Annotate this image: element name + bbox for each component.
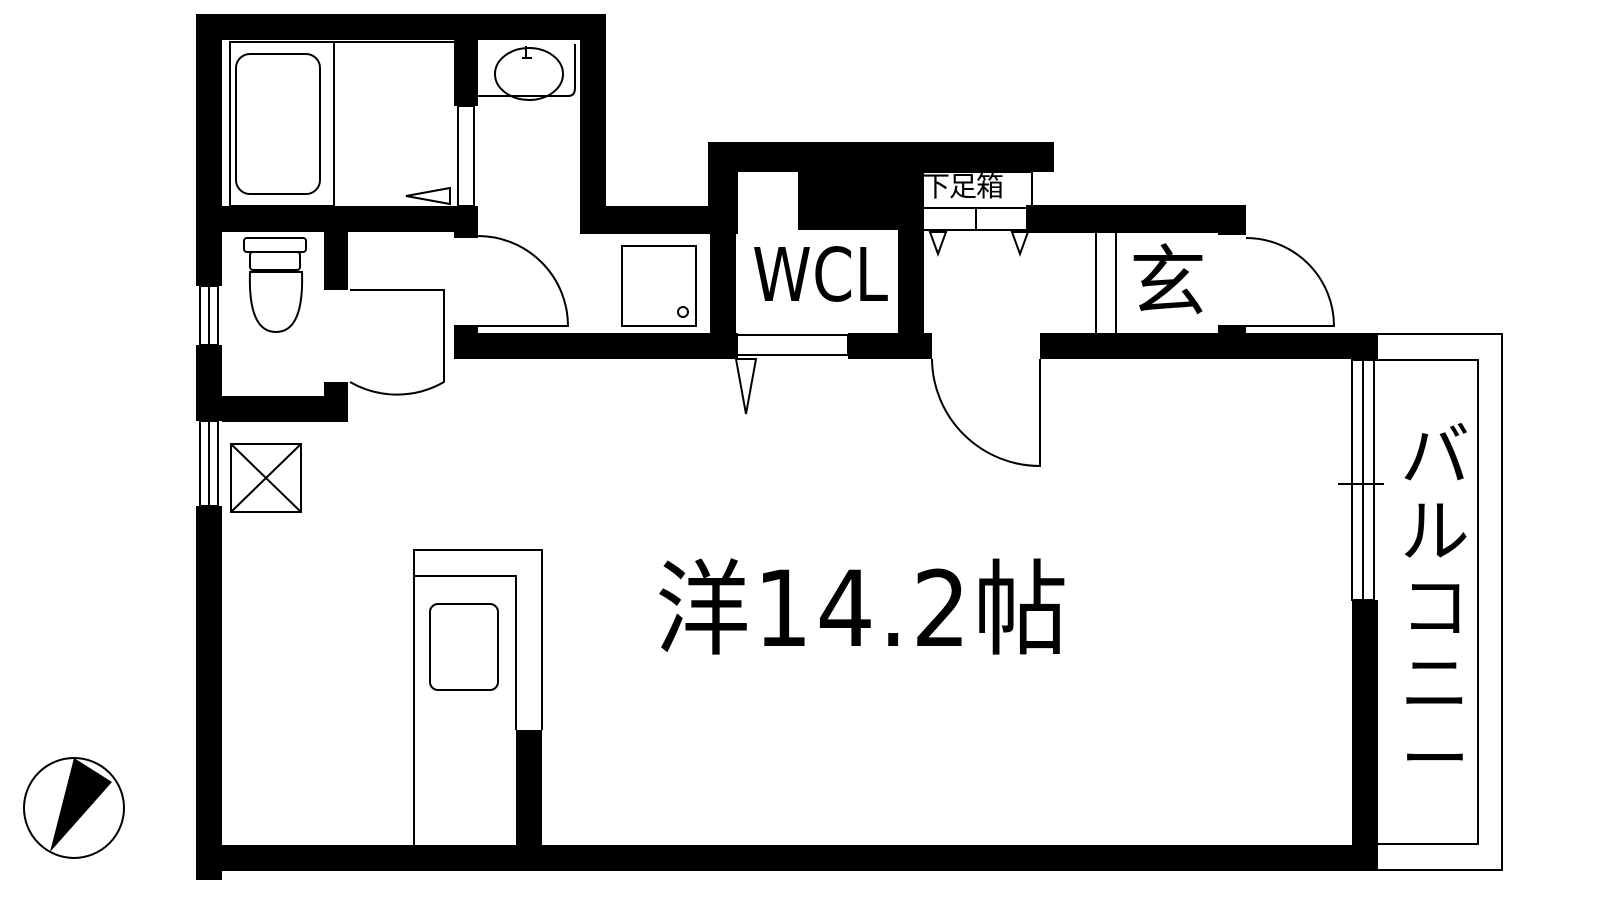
wall-genkan-bottom — [1040, 333, 1378, 359]
wall-wcl-bottom — [848, 333, 932, 359]
bath-door-mark — [405, 186, 451, 206]
balcony-inner — [1373, 359, 1479, 845]
toilet-tank — [243, 237, 307, 253]
balcony-char: ニ — [1400, 643, 1470, 725]
wall-step-1 — [580, 14, 606, 234]
wall-top-genkan — [1026, 205, 1246, 233]
kitchen-counter — [413, 549, 543, 845]
balcony-char: バ — [1400, 415, 1470, 497]
wall-wcl-pillar — [798, 168, 898, 230]
wall-genkan-right — [1218, 325, 1246, 359]
wall-left-mid — [196, 345, 222, 421]
washbasin-icon — [494, 47, 564, 101]
toilet-icon — [248, 271, 304, 334]
refrigerator-space-icon — [230, 443, 302, 513]
wall-wcl-right — [898, 168, 924, 358]
wall-wcl-left — [710, 206, 736, 359]
shoe-box-label: 下足箱 — [922, 170, 1004, 203]
shoebox-door-mark-2 — [1010, 231, 1030, 257]
drain — [677, 306, 689, 318]
room-door — [931, 358, 1041, 468]
wcl-door-mark — [734, 358, 758, 415]
western-room-label: 洋14.2帖 — [655, 549, 1071, 671]
wall-kitchen-right — [516, 730, 542, 870]
north-arrow — [50, 758, 112, 852]
walls — [196, 14, 1378, 880]
toilet-lid — [249, 251, 301, 271]
balcony-char: ル — [1400, 491, 1470, 573]
shoebox-door-mark-1 — [928, 231, 948, 257]
wall-bath-bottom — [222, 206, 478, 232]
wall-wash-bottom — [454, 333, 738, 359]
vanity-counter — [478, 44, 576, 97]
balcony-char: ー — [1400, 719, 1470, 801]
balcony-char: コ — [1400, 567, 1470, 649]
wall-top-wcl — [708, 142, 1054, 172]
faucet — [522, 46, 532, 59]
walk-in-closet-label: WCL — [752, 233, 889, 319]
entrance-door — [1245, 237, 1336, 327]
wall-genkan-corner — [1218, 205, 1246, 235]
wall-bath-right-low — [454, 206, 478, 238]
washroom-door — [477, 235, 570, 327]
wall-bath-right — [454, 14, 478, 106]
wall-step-2 — [580, 206, 710, 234]
bathtub-frame — [229, 41, 335, 207]
wall-top-bath — [196, 14, 606, 40]
wall-toilet-right — [324, 232, 348, 290]
balcony-label: バ ル コ ニ ー — [1390, 418, 1480, 798]
window-bath — [457, 105, 475, 207]
washing-machine-pan-icon — [621, 245, 697, 327]
kitchen-sink-icon — [429, 603, 499, 691]
wall-left-lower — [196, 506, 222, 880]
toilet-door — [349, 289, 445, 396]
kitchen-counter-inner — [414, 575, 517, 730]
wall-toilet-bottom — [222, 396, 348, 422]
bathtub-icon — [235, 53, 321, 195]
wall-bottom — [196, 845, 1378, 871]
refrigerator-cross-b — [230, 443, 302, 513]
wcl-opening — [735, 334, 849, 356]
wall-left-upper — [196, 14, 222, 286]
entrance-label: 玄 — [1129, 238, 1208, 328]
